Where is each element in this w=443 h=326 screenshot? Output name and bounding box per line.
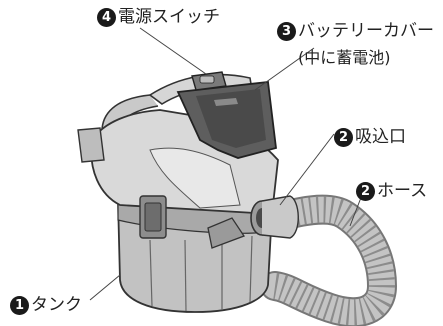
label-hose: 2 ホース bbox=[356, 182, 427, 201]
leader-lines bbox=[89, 27, 363, 301]
callout-number-3: 3 bbox=[277, 22, 296, 41]
callout-number-2-hose: 2 bbox=[356, 182, 375, 201]
label-power-switch: 4 電源スイッチ bbox=[97, 8, 220, 27]
callout-number-2-inlet: 2 bbox=[334, 128, 353, 147]
label-battery-cover-sub: (中に蓄電池) bbox=[298, 48, 391, 67]
battery-cover bbox=[176, 81, 277, 159]
label-hose-text: ホース bbox=[377, 181, 428, 201]
hose bbox=[247, 194, 398, 326]
callout-number-4: 4 bbox=[97, 8, 116, 27]
label-battery-cover-text: バッテリーカバー bbox=[298, 21, 434, 41]
label-tank: 1 タンク bbox=[10, 296, 82, 315]
label-battery-cover: 3 バッテリーカバー bbox=[277, 22, 434, 41]
power-switch bbox=[191, 71, 227, 91]
label-inlet-text: 吸込口 bbox=[355, 127, 406, 147]
label-inlet: 2 吸込口 bbox=[334, 128, 406, 147]
label-tank-text: タンク bbox=[31, 295, 82, 315]
inlet bbox=[250, 195, 299, 239]
callout-number-1: 1 bbox=[10, 296, 29, 315]
label-power-switch-text: 電源スイッチ bbox=[118, 7, 220, 27]
